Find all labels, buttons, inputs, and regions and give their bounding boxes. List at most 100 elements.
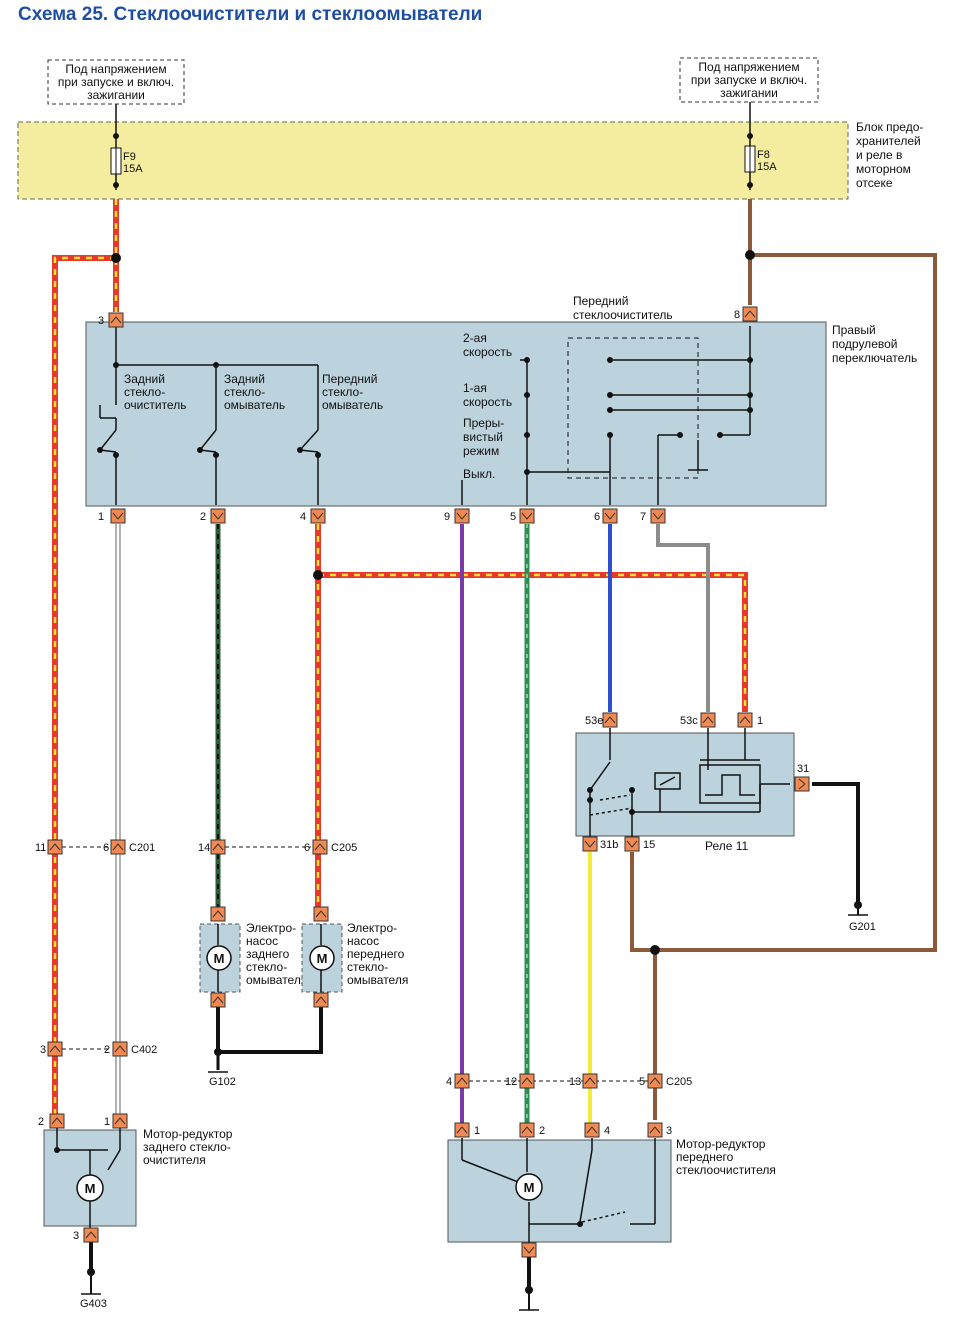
rear-motor-pin-3: 3 [73,1230,79,1242]
c205a-name: C205 [331,842,357,854]
ground-g201: G201 [849,921,876,933]
switch-pin-5: 5 [510,511,516,523]
c205b-name: C205 [666,1076,692,1088]
front-motor-internal [461,1138,656,1244]
supply-right-box [679,57,819,103]
front-washer-pump [301,923,343,993]
front-washer-sw-1: Передний [322,372,377,386]
switch-pin-2: 2 [200,511,206,523]
switch-pin-9: 9 [444,511,450,523]
front-pump-label-4: стекло- [347,960,388,974]
switch-pin-3: 3 [98,315,104,327]
fuse-box-label-1: Блок предо- [856,120,923,134]
rear-pump-label-1: Электро- [246,921,296,935]
wire-black-g201 [812,782,860,905]
rear-motor-label-2: заднего стекло- [143,1140,231,1154]
front-washer-sw-2: стекло- [322,385,363,399]
relay-pin-31: 31 [797,763,809,775]
fuse-box-label-2: хранителей [856,134,921,148]
relay-pin-15: 15 [643,839,655,851]
front-wiper-heading-1: Передний [573,294,628,308]
rear-motor-label-1: Мотор-редуктор [143,1127,233,1141]
c205b-pin-a: 4 [446,1076,452,1088]
c201-name: C201 [129,842,155,854]
c402-pin-b: 2 [104,1044,110,1056]
ground-g102: G102 [209,1076,236,1088]
switch-contacts [97,357,753,475]
rear-washer-sw-3: омыватель [224,398,285,412]
intermittent-3: режим [463,444,499,458]
c205a-pin-b: 6 [304,842,310,854]
c201-pin-a: 11 [35,842,46,854]
c205b-pin-b: 12 [505,1076,517,1088]
front-motor-label-3: стеклоочистителя [676,1163,776,1177]
front-motor-pin-1: 1 [474,1125,480,1137]
off-label: Выкл. [463,467,495,481]
switch-pin-1: 1 [98,511,104,523]
relay-name: Реле 11 [705,839,749,853]
relay-11 [575,732,795,837]
intermittent-2: вистый [463,430,503,444]
rear-motor-symbol: M [85,1181,96,1196]
fuse-box [17,121,849,200]
rear-wiper-sw-2: стекло- [124,385,165,399]
rear-motor-label-3: очистителя [143,1153,206,1167]
intermittent-1: Преры- [463,416,504,430]
front-pump-label-5: омывателя [347,973,408,987]
relay-pin-53e: 53e [585,715,603,727]
front-motor-label-1: Мотор-редуктор [676,1137,766,1151]
rear-motor-pin-1: 1 [104,1116,110,1128]
supply-left-box [47,59,185,105]
supply-left-line2: при запуске и включ. [58,75,174,89]
c205b-pin-d: 5 [639,1076,645,1088]
switch-pin-4: 4 [300,511,306,523]
rear-pump-label-2: насос [246,934,278,948]
front-wiper-dashed-box [567,337,699,479]
front-motor-pin-3: 3 [666,1125,672,1137]
front-motor-pin-4: 4 [604,1125,610,1137]
rear-motor-internal [56,1128,121,1228]
speed1-2: скорость [463,395,512,409]
ground-g403: G403 [80,1298,107,1310]
rear-pump-motor-symbol: M [214,951,225,966]
switch-label-2: подрулевой [832,337,897,351]
speed1-1: 1-ая [463,381,487,395]
front-wiper-heading-2: стеклоочиститель [573,308,673,322]
rear-motor-pin-2: 2 [38,1116,44,1128]
rear-washer-sw-2: стекло- [224,385,265,399]
relay-contacts [587,787,635,815]
switch-pin-7: 7 [640,511,646,523]
switch-label-3: переключатель [832,351,917,365]
rear-pump-label-5: омывателя [246,973,307,987]
supply-right-line2: при запуске и включ. [691,73,807,87]
rear-wiper-sw-1: Задний [124,372,165,386]
fuse-box-label-5: отсеке [856,176,893,190]
supply-left-line3: зажигании [87,88,145,102]
front-pump-label-3: переднего [347,947,405,961]
wiper-switch [85,321,827,507]
front-pump-motor-icon [309,945,335,971]
front-motor-pin-2: 2 [539,1125,545,1137]
c201-pin-b: 6 [103,842,109,854]
speed2-2: скорость [463,345,512,359]
c402-pin-a: 3 [40,1044,46,1056]
supply-right-line1: Под напряжением [698,60,799,74]
front-washer-sw-3: омыватель [322,398,383,412]
page-title: Схема 25. Стеклоочистители и стеклоомыва… [18,4,483,25]
front-motor-icon [515,1173,543,1201]
front-wiper-motor [447,1139,672,1243]
fuse-box-label-4: моторном [856,162,911,176]
front-pump-motor-symbol: M [317,951,328,966]
wire-black-g102 [216,995,323,1054]
rear-wiper-sw-3: очиститель [124,398,186,412]
switch-pin-8: 8 [734,309,740,321]
switch-label-1: Правый [832,323,876,337]
fuse-f9-rating: 15A [123,163,143,175]
fuse-f8-rating: 15A [757,161,777,173]
supply-left-line1: Под напряжением [65,62,166,76]
relay-pin-53c: 53c [680,715,698,727]
c205b-pin-c: 13 [569,1076,581,1088]
speed2-1: 2-ая [463,331,487,345]
front-pump-label-1: Электро- [347,921,397,935]
